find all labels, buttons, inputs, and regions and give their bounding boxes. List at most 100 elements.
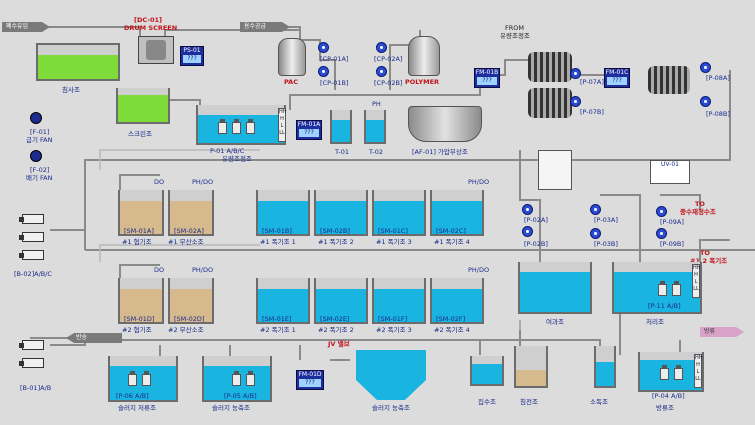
disinfection-tank[interactable] xyxy=(594,346,616,388)
ps01-display[interactable]: PS-01??? xyxy=(180,46,204,66)
b01a-blower-icon[interactable] xyxy=(19,340,44,350)
do-tag-1: DO xyxy=(154,178,165,186)
fm01d-display[interactable]: FM-01D??? xyxy=(296,370,324,390)
p11b-pump-icon[interactable] xyxy=(672,281,681,296)
denit-tank-1[interactable] xyxy=(168,190,214,236)
aeration-2-1[interactable] xyxy=(256,278,310,324)
f02-fan-icon[interactable] xyxy=(30,150,42,162)
sludge-storage-label: 슬러지 저류조 xyxy=(118,404,156,412)
floc-ph-tag: PH xyxy=(372,100,381,108)
aeration-2-3[interactable] xyxy=(372,278,426,324)
denit-tank-1-label: #1 무산소조 xyxy=(168,238,204,246)
p06a-pump-icon[interactable] xyxy=(128,371,137,386)
membrane-tank[interactable] xyxy=(518,262,592,314)
p03a-pump-icon[interactable] xyxy=(590,204,601,215)
fm01d-tag: FM-01D xyxy=(298,371,322,378)
b02b-blower-icon[interactable] xyxy=(19,232,44,242)
discharge-tank[interactable] xyxy=(638,352,704,392)
screen-chamber-label: 스크린조 xyxy=(128,130,152,138)
polymer-tank[interactable] xyxy=(408,36,440,76)
sm02b-tag: [SM-02B] xyxy=(320,227,350,235)
aeration-1-4[interactable] xyxy=(430,190,484,236)
filter-unit-3[interactable] xyxy=(648,66,690,94)
b02c-blower-icon[interactable] xyxy=(19,250,44,260)
cp02b-pump-icon[interactable] xyxy=(376,66,387,77)
aeration-1-2[interactable] xyxy=(314,190,368,236)
aeration-2-4[interactable] xyxy=(430,278,484,324)
screen-chamber[interactable] xyxy=(116,88,170,124)
p08a-pump-icon[interactable] xyxy=(700,62,711,73)
p09b-pump-icon[interactable] xyxy=(656,228,667,239)
b01b-blower-icon[interactable] xyxy=(19,358,44,368)
aeration-1-1[interactable] xyxy=(256,190,310,236)
p02a-tag: [P-02A] xyxy=(524,216,548,224)
fm01a-display[interactable]: FM-01A??? xyxy=(296,120,322,140)
uv-unit[interactable]: UV-01 xyxy=(650,160,690,184)
p04b-pump-icon[interactable] xyxy=(674,365,683,380)
denit-tank-2[interactable] xyxy=(168,278,214,324)
p02a-pump-icon[interactable] xyxy=(522,204,533,215)
p03b-pump-icon[interactable] xyxy=(590,228,601,239)
p02b-pump-icon[interactable] xyxy=(522,226,533,237)
floc-tank-1[interactable] xyxy=(330,110,352,144)
daf-tank[interactable] xyxy=(408,106,482,142)
b02a-blower-icon[interactable] xyxy=(19,214,44,224)
aeration-2-2[interactable] xyxy=(314,278,368,324)
floc-tank-2[interactable] xyxy=(364,110,386,144)
floc-tank-1-label: T-01 xyxy=(335,148,349,156)
treated-level-l: L xyxy=(694,279,698,285)
settling-tank[interactable] xyxy=(514,346,548,388)
filter-unit-1[interactable] xyxy=(528,52,572,82)
sludge-storage-tank[interactable] xyxy=(108,356,178,402)
p01c-pump-icon[interactable] xyxy=(246,119,255,134)
p01-tag: P-01 A/B/C xyxy=(210,147,245,155)
drum-screen-drum xyxy=(146,40,166,60)
p08b-pump-icon[interactable] xyxy=(700,96,711,107)
cp01a-pump-icon[interactable] xyxy=(318,42,329,53)
filter-unit-2[interactable] xyxy=(528,88,572,118)
from-label: FROM xyxy=(505,24,524,32)
treated-tank[interactable] xyxy=(612,262,702,314)
aeration-1-3[interactable] xyxy=(372,190,426,236)
ps01-tag: PS-01 xyxy=(183,47,201,54)
p05a-pump-icon[interactable] xyxy=(232,371,241,386)
cp01b-pump-icon[interactable] xyxy=(318,66,329,77)
level-h: H xyxy=(280,116,284,122)
p06b-pump-icon[interactable] xyxy=(142,371,151,386)
b01-tag: [B-01]A/B xyxy=(20,384,52,392)
f01-fan-icon[interactable] xyxy=(30,112,42,124)
p01b-pump-icon[interactable] xyxy=(232,119,241,134)
p07a-pump-icon[interactable] xyxy=(570,68,581,79)
pac-tank[interactable] xyxy=(278,38,306,76)
f02-name: 배기 FAN xyxy=(26,174,53,182)
cp02a-pump-icon[interactable] xyxy=(376,42,387,53)
jv-valve-icon[interactable] xyxy=(334,352,346,362)
p07b-pump-icon[interactable] xyxy=(570,96,581,107)
phdo-tag-4: PH/DO xyxy=(468,266,490,274)
p09a-tag: [P-09A] xyxy=(660,218,684,226)
sm01c-tag: [SM-01C] xyxy=(378,227,408,235)
p11a-pump-icon[interactable] xyxy=(658,281,667,296)
sm02a-tag: [SM-02A] xyxy=(174,227,204,235)
fm01b-display[interactable]: FM-01B??? xyxy=(474,68,500,88)
ps01-value: ??? xyxy=(183,55,201,63)
anoxic-tank-1[interactable] xyxy=(118,190,164,236)
water-supply-flag: 용수공급 xyxy=(240,22,290,32)
p09a-pump-icon[interactable] xyxy=(656,206,667,217)
fm01c-display[interactable]: FM-01C??? xyxy=(604,68,630,88)
cp01a-tag: [CP-01A] xyxy=(320,55,349,63)
wastewater-inflow-flag: 폐수유입 xyxy=(2,22,50,32)
p05b-pump-icon[interactable] xyxy=(246,371,255,386)
aeration-1-2-label: #1 폭기조 2 xyxy=(318,238,354,246)
jv-valve-label: JV 밸브 xyxy=(328,340,350,348)
p04a-pump-icon[interactable] xyxy=(660,365,669,380)
equalization-tank[interactable] xyxy=(196,105,286,145)
collection-tank[interactable] xyxy=(470,356,504,386)
anoxic-tank-2[interactable] xyxy=(118,278,164,324)
grit-chamber[interactable] xyxy=(36,43,120,81)
membrane-cabinet[interactable] xyxy=(538,150,572,190)
grit-chamber-label: 침사조 xyxy=(62,86,80,94)
p01a-pump-icon[interactable] xyxy=(218,119,227,134)
